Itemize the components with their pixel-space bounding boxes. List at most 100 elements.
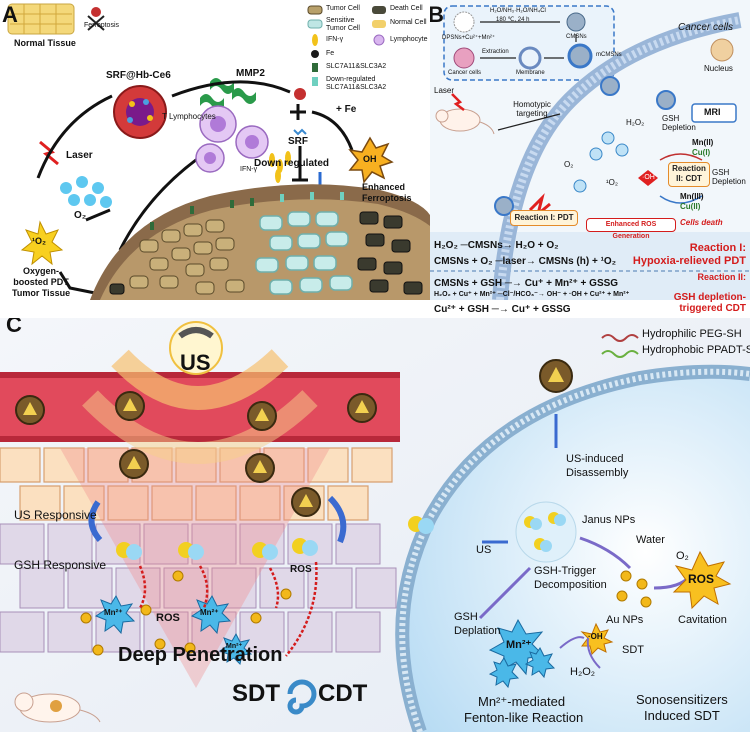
legend-a-symbols <box>307 5 386 86</box>
legend-slc: SLC7A11&SLC3A2 <box>326 63 387 70</box>
mn-label-3: Mn²⁺ <box>226 643 243 650</box>
ros-label-tissue: ROS <box>290 564 312 575</box>
synthesis-label: H₂O/NH₃·H₂O/NH₄Cl <box>490 8 546 14</box>
ros-burst <box>672 550 732 610</box>
panel-b: B H₂O/NH₃·H₂O/NH₄Cl 180 ℃, 24 h DPSNs+Cu… <box>430 0 750 300</box>
synthesis-condition: 180 ℃, 24 h <box>496 17 530 23</box>
gsh-depletion-label: GSH Depletion <box>662 114 696 132</box>
panel-a-art <box>7 3 430 300</box>
oh-label: OH <box>363 154 377 164</box>
oh-burst <box>580 622 614 655</box>
legend-down-slc: Down-regulated SLC7A11&SLC3A2 <box>326 76 387 91</box>
equation-5: Cu²⁺ + GSH ─→ Cu⁺ + GSSG <box>434 304 571 315</box>
panel-c-art <box>0 318 750 732</box>
laser-bolt-icon <box>451 93 465 111</box>
fe-particle <box>294 88 306 100</box>
equation-4: H₂O₂ + Cu⁺ + Mn²⁺ ─Cl⁻/HCO₃⁻→ OH⁻ + ·OH … <box>434 291 630 298</box>
t-lymphocytes-label: T Lymphocytes <box>162 112 216 121</box>
nucleus-icon <box>710 38 734 62</box>
reaction2-tag-2: GSH depletion- triggered CDT <box>636 292 746 314</box>
enhanced-ferroptosis-label: Enhanced Ferroptosis <box>362 182 412 203</box>
legend-sensitive-cell: Sensitive Tumor Cell <box>326 17 360 32</box>
panel-b-label: B <box>430 2 444 27</box>
peg-legend-line <box>601 334 639 342</box>
reaction1-tag-b: Hypoxia-relieved PDT <box>632 255 746 267</box>
legend-lymphocyte: Lymphocyte <box>390 36 428 43</box>
arrow <box>171 80 291 98</box>
water-label: Water <box>636 534 665 546</box>
cu2-label: Cu(II) <box>680 202 701 211</box>
h2o2-label: H₂O₂ <box>570 666 596 678</box>
o2-label: O₂ <box>74 210 87 221</box>
sdt2-label: SDT <box>622 644 644 656</box>
mn-label-1: Mn²⁺ <box>104 608 123 617</box>
cdt-label: CDT <box>318 680 368 707</box>
cmsns-particle <box>566 12 586 32</box>
laser-label: Laser <box>434 86 455 95</box>
mn-star-small-2 <box>524 647 556 679</box>
tumor-tissue <box>90 184 430 300</box>
ros-arrows <box>138 561 318 657</box>
nanoparticle-label: SRF@Hb-Ce6 <box>106 70 171 81</box>
oh-label: ·OH <box>642 174 655 181</box>
us-responsive-label: US Responsive <box>14 508 97 522</box>
mouse-icon <box>435 108 495 135</box>
gsh-trigger-label: GSH-Trigger Decomposition <box>534 565 607 591</box>
us-disassembly-label: US-induced Disassembly <box>566 453 629 479</box>
o2-bubbles <box>60 176 112 208</box>
us-wave <box>111 349 289 410</box>
legend-normal-cell: Normal Cell <box>390 19 427 26</box>
mouse-icon <box>14 692 101 723</box>
cavitation-label: Cavitation <box>678 614 727 626</box>
sdt-label: SDT <box>232 680 280 707</box>
equation-3: CMSNs + GSH ─→ Cu⁺ + Mn²⁺ + GSSG <box>434 278 619 289</box>
reaction1-tag: Reaction I: Hypoxia-relieved PDT <box>620 242 746 268</box>
reaction2-tag: Reaction II: <box>656 272 746 282</box>
oh-marker <box>638 170 658 186</box>
nucleus-label: Nucleus <box>704 64 733 73</box>
gsh-responsive-label: GSH Responsive <box>14 558 107 572</box>
reaction2-box: Reaction II: CDT <box>668 162 710 187</box>
arrow <box>36 94 113 179</box>
equation-1: H₂O₂ ─CMSNs→ H₂O + O₂ <box>434 240 559 251</box>
h2o2-label: H₂O₂ <box>626 118 645 127</box>
singlet-oxygen-label: ¹O₂ <box>32 236 46 246</box>
cancer-cell <box>402 371 750 732</box>
sonosensitizers-label: Sonosensitizers <box>636 692 728 707</box>
cells-death-label: Cells death <box>680 218 723 227</box>
ros-label-cell: ROS <box>688 572 715 586</box>
fenton-label: Fenton-like Reaction <box>464 710 584 725</box>
mn3-label: Mn(III) <box>680 192 704 201</box>
ifn-gamma-molecules <box>269 151 291 183</box>
janus-particles <box>116 538 318 560</box>
cu1-label: Cu(I) <box>692 148 711 157</box>
reaction1-tag-a: Reaction I: <box>689 242 746 254</box>
ferroptosis-icon <box>91 7 101 17</box>
membrane-label: Membrane <box>516 70 545 76</box>
gsh-depletion2-label: GSH Depletion <box>712 168 746 186</box>
deep-penetration-label: Deep Penetration <box>118 644 283 666</box>
singlet-label: ¹O₂ <box>606 178 618 187</box>
ppadt-legend-label: Hydrophobic PPADT-SH <box>642 344 750 356</box>
nanoparticles <box>494 76 676 216</box>
penetration-wedge <box>60 448 330 688</box>
mri-label: MRI <box>704 107 721 117</box>
cross-icon <box>87 15 105 31</box>
mcmsns-label: mCMSNs <box>596 52 622 58</box>
swirl-icon <box>287 679 317 715</box>
o2-bubbles <box>573 131 629 193</box>
mn-label-2: Mn²⁺ <box>200 608 219 617</box>
membrane-vesicle <box>518 46 542 70</box>
induced-sdt-label: Induced SDT <box>644 708 720 723</box>
cancer-cells-label: Cancer cells <box>678 22 734 33</box>
panel-a-label: A <box>2 2 18 27</box>
fe-label: + Fe <box>336 104 357 115</box>
tumor-tissue-label: Tumor Tissue <box>12 288 71 298</box>
homotypic-label: Homotypic targeting <box>513 100 551 118</box>
peg-legend-label: Hydrophilic PEG-SH <box>642 328 742 340</box>
us-responsive-arrow <box>88 500 103 542</box>
extraction-label: Extraction <box>482 49 509 55</box>
o2-label: O₂ <box>564 160 574 169</box>
ifn-label: IFN-γ <box>240 166 258 173</box>
arrow <box>579 536 632 570</box>
